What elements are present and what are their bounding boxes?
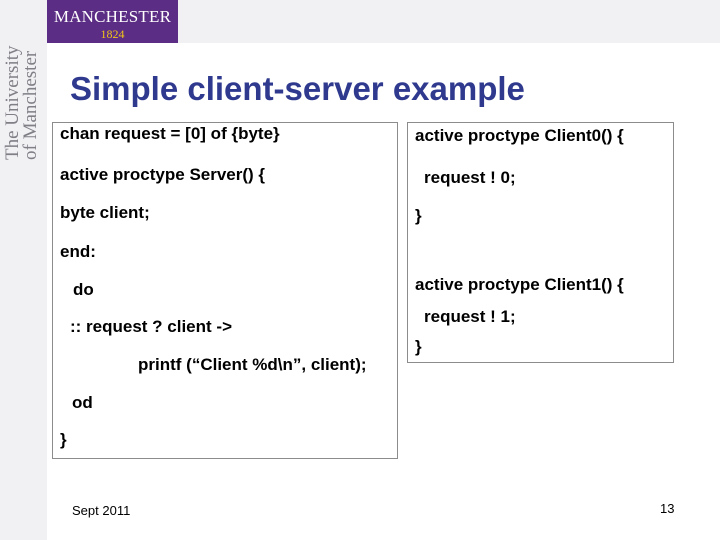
code-line: } [415,337,422,356]
code-line: end: [60,242,96,261]
code-line: request ! 0; [424,168,516,187]
code-line: request ! 1; [424,307,516,326]
code-line: byte client; [60,203,150,222]
code-line: active proctype Server() { [60,165,266,184]
logo-year: 1824 [100,27,125,41]
code-line: } [60,430,67,449]
code-line: od [72,393,93,412]
slide-title: Simple client-server example [70,70,525,107]
footer-date: Sept 2011 [72,503,131,518]
page-number: 13 [660,501,675,516]
code-line: active proctype Client0() { [415,126,624,145]
side-band: The University of Manchester [0,0,47,540]
code-line: do [73,280,94,299]
code-line: chan request = [0] of {byte} [60,124,280,143]
wordmark-line-2: of Manchester [20,50,41,160]
code-line: :: request ? client -> [70,317,232,336]
manchester-logo: MANCHESTER 1824 [47,0,178,43]
code-line: active proctype Client1() { [415,275,624,294]
code-line: } [415,206,422,225]
logo-name: MANCHESTER [53,7,172,26]
university-wordmark: The University of Manchester [2,45,41,160]
client-code-box [407,122,674,363]
server-code-box [52,122,398,459]
code-line: printf (“Client %d\n”, client); [138,355,367,374]
